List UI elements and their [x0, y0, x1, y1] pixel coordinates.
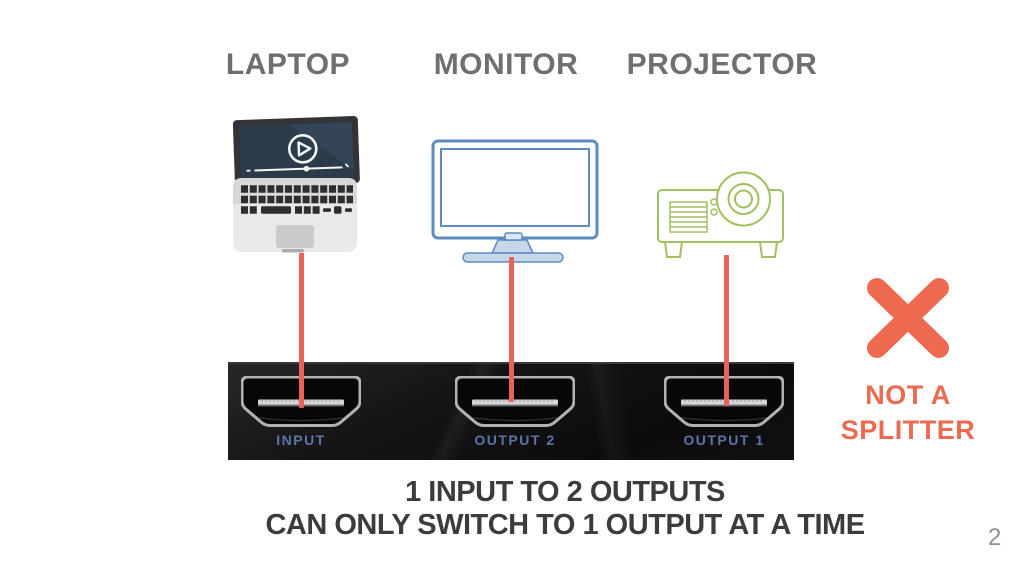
- projector-icon: [657, 171, 784, 258]
- hdmi-port-output2-icon: [455, 376, 575, 427]
- cross-icon: [867, 278, 949, 358]
- port-label-input: INPUT: [276, 432, 326, 448]
- label-laptop: LAPTOP: [225, 48, 351, 81]
- connector-line-laptop-to-input: [299, 253, 304, 408]
- connector-line-monitor-to-output2: [509, 257, 514, 402]
- port-label-output1: OUTPUT 1: [683, 432, 765, 448]
- connector-line-projector-to-output1: [724, 255, 729, 406]
- warning-text: NOT A SPLITTER: [818, 378, 998, 448]
- laptop-video-icon: [232, 115, 360, 253]
- caption-line1: 1 INPUT TO 2 OUTPUTS: [405, 476, 725, 508]
- caption-line2: CAN ONLY SWITCH TO 1 OUTPUT AT A TIME: [265, 509, 865, 541]
- label-projector: PROJECTOR: [626, 48, 818, 81]
- caption: 1 INPUT TO 2 OUTPUTS CAN ONLY SWITCH TO …: [165, 476, 965, 542]
- warning-line2: SPLITTER: [840, 415, 976, 445]
- label-monitor: MONITOR: [433, 48, 579, 81]
- page-number: 2: [988, 524, 1002, 551]
- warning-line1: NOT A: [865, 380, 951, 410]
- port-label-output2: OUTPUT 2: [474, 432, 556, 448]
- monitor-icon: [431, 139, 599, 263]
